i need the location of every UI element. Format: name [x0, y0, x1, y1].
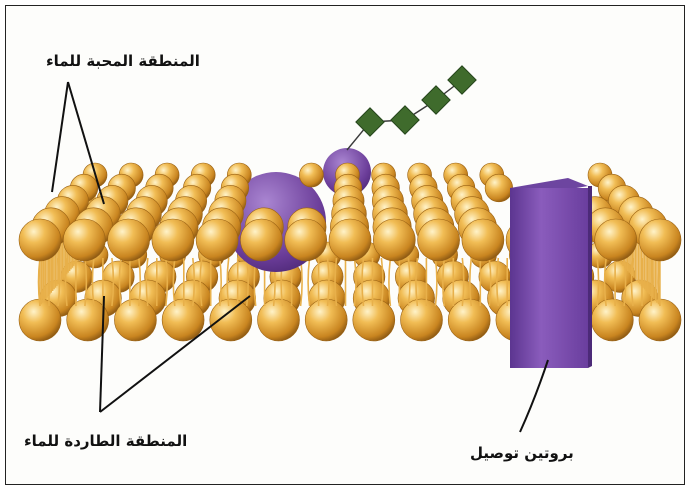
- phosphate-head: [418, 219, 460, 261]
- phosphate-head: [63, 219, 105, 261]
- phosphate-head: [299, 163, 323, 187]
- phosphate-head: [305, 299, 347, 341]
- fatty-acid-tail: [92, 258, 94, 306]
- phosphate-head: [240, 219, 282, 261]
- sugar-unit: [448, 66, 476, 94]
- phosphate-head: [448, 299, 490, 341]
- fatty-acid-tail: [470, 258, 472, 306]
- sugar-unit: [356, 108, 384, 136]
- phosphate-head: [373, 219, 415, 261]
- channel-protein-side: [588, 186, 592, 368]
- phosphate-head: [639, 219, 681, 261]
- channel-protein-body: [510, 188, 588, 368]
- carbohydrate-chain: [347, 66, 476, 150]
- sugar-unit: [391, 106, 419, 134]
- channel-protein: [510, 178, 592, 368]
- fatty-acid-tail: [389, 258, 391, 306]
- phosphate-head: [152, 219, 194, 261]
- phosphate-head: [196, 219, 238, 261]
- phosphate-head: [210, 299, 252, 341]
- phosphate-head: [595, 219, 637, 261]
- label-hydrophilic-region: المنطقة المحبة للماء: [46, 52, 200, 70]
- fatty-acid-tail: [308, 258, 310, 306]
- pointer-hydrophilic-1: [52, 82, 68, 192]
- phosphate-head: [485, 174, 513, 202]
- phosphate-head: [108, 219, 150, 261]
- label-hydrophobic-region: المنطقة الطاردة للماء: [24, 432, 187, 450]
- phosphate-head: [462, 219, 504, 261]
- fatty-acid-tail: [220, 258, 222, 306]
- phosphate-head: [329, 219, 371, 261]
- pointer-channel-protein: [520, 360, 548, 432]
- phosphate-head: [285, 219, 327, 261]
- phosphate-head: [353, 299, 395, 341]
- phosphate-head: [19, 219, 61, 261]
- sugar-unit: [422, 86, 450, 114]
- label-channel-protein: بروتين توصيل: [470, 444, 574, 462]
- phosphate-head: [258, 299, 300, 341]
- fatty-acid-tail: [435, 258, 437, 306]
